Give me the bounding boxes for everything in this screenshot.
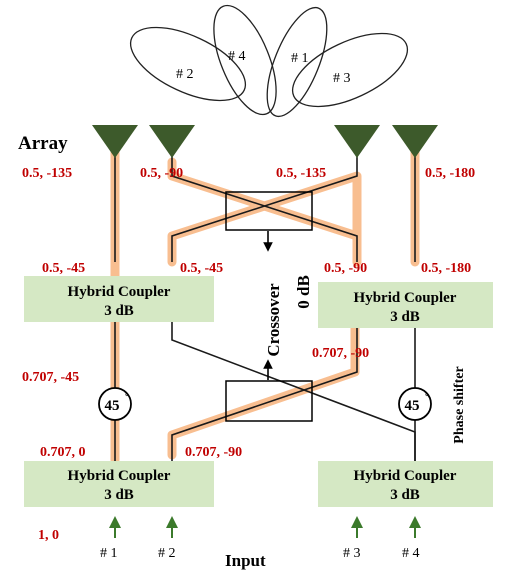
beam-lobe-2 xyxy=(129,26,247,102)
svg-text:Hybrid Coupler: Hybrid Coupler xyxy=(68,468,171,484)
crossover-bottom xyxy=(225,380,313,422)
input-label: Input xyxy=(225,551,266,570)
value-array-3: 0.5, -135 xyxy=(276,166,326,181)
array-label: Array xyxy=(18,133,68,154)
value-lower-1: 0.707, -45 xyxy=(22,370,79,385)
wires xyxy=(114,148,416,462)
value-lower-4: 0.707, -90 xyxy=(185,445,242,460)
input-port-2: # 2 xyxy=(158,546,176,561)
value-array-4: 0.5, -180 xyxy=(425,166,475,181)
hybrid-coupler-top-left: Hybrid Coupler 3 dB xyxy=(24,276,214,322)
value-input: 1, 0 xyxy=(38,528,59,543)
svg-text:45: 45 xyxy=(105,398,120,414)
beam-label-4: # 4 xyxy=(228,49,246,64)
svg-text:3 dB: 3 dB xyxy=(390,309,420,325)
phase-shifter-left: 45 ° xyxy=(98,387,132,421)
beam-label-3: # 3 xyxy=(333,71,351,86)
input-port-4: # 4 xyxy=(402,546,420,561)
antenna-4 xyxy=(392,125,438,158)
svg-text:3 dB: 3 dB xyxy=(390,487,420,503)
svg-text:°: ° xyxy=(425,392,429,403)
svg-text:3 dB: 3 dB xyxy=(104,487,134,503)
value-mid-2: 0.5, -45 xyxy=(180,261,223,276)
phase-shifter-label: Phase shifter xyxy=(452,366,467,443)
beam-lobe-1 xyxy=(266,6,328,118)
input-arrows xyxy=(109,516,421,538)
value-mid-3: 0.5, -90 xyxy=(324,261,367,276)
antenna-3 xyxy=(334,125,380,158)
value-mid-4: 0.5, -180 xyxy=(421,261,471,276)
svg-text:Hybrid Coupler: Hybrid Coupler xyxy=(354,468,457,484)
svg-text:Hybrid Coupler: Hybrid Coupler xyxy=(354,290,457,306)
value-lower-3: 0.707, 0 xyxy=(40,445,86,460)
antenna-2 xyxy=(149,125,195,158)
crossover-gain: 0 dB xyxy=(294,275,313,309)
antenna-array xyxy=(92,125,438,158)
value-lower-2: 0.707, -90 xyxy=(312,346,369,361)
hybrid-coupler-top-right: Hybrid Coupler 3 dB xyxy=(318,282,493,328)
beam-lobe-3 xyxy=(291,32,409,108)
beam-pattern xyxy=(129,4,409,118)
svg-text:°: ° xyxy=(125,392,129,403)
crossover-top xyxy=(225,191,313,231)
beam-lobe-4 xyxy=(213,4,277,116)
input-port-3: # 3 xyxy=(343,546,361,561)
svg-text:45: 45 xyxy=(405,398,420,414)
beam-label-1: # 1 xyxy=(291,51,309,66)
beam-label-2: # 2 xyxy=(176,67,194,82)
value-array-2: 0.5, -90 xyxy=(140,166,183,181)
hybrid-coupler-bottom-right: Hybrid Coupler 3 dB xyxy=(318,461,493,507)
value-mid-1: 0.5, -45 xyxy=(42,261,85,276)
antenna-1 xyxy=(92,125,138,158)
input-port-1: # 1 xyxy=(100,546,118,561)
phase-shifter-right: 45 ° xyxy=(398,387,432,421)
hybrid-coupler-bottom-left: Hybrid Coupler 3 dB xyxy=(24,461,214,507)
crossover-label: Crossover xyxy=(264,283,283,357)
svg-text:Hybrid Coupler: Hybrid Coupler xyxy=(68,284,171,300)
value-array-1: 0.5, -135 xyxy=(22,166,72,181)
svg-text:3 dB: 3 dB xyxy=(104,303,134,319)
